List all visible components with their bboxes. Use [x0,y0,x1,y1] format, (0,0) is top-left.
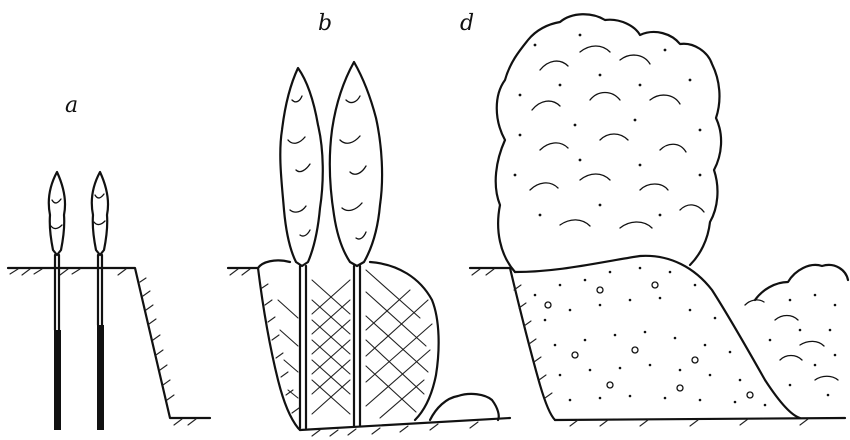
panel-b-ground-hatch [230,269,250,275]
panel-d [470,14,848,426]
panel-a-cutting-1 [49,172,65,430]
panel-label-d: d [460,11,474,36]
panel-a-cutting-1-rooted-part [54,330,61,430]
panel-b-ground-surface [228,260,290,268]
panel-b-trench-wall [258,268,300,430]
panel-b [228,62,510,436]
panel-a-slope-hatch [140,278,196,425]
panel-a-cutting-2-rooted-part [97,325,104,430]
panel-b-wall-hatch [262,284,299,413]
panel-a-ground-hatch-left [10,269,126,275]
panel-d-soil-mound [515,256,800,418]
panel-b-soil-clod [430,394,499,420]
panel-d-trench-bottom [555,418,845,420]
panel-d-ground-surface [470,268,555,420]
panel-a [8,172,210,430]
panel-b-tree-1 [280,68,322,428]
panel-d-shrub-right [745,265,848,396]
panel-a-cutting-2 [92,172,108,430]
panel-label-a: a [65,93,78,118]
panel-d-tree-canopy [496,14,721,272]
panel-label-b: b [318,11,332,36]
panel-a-ground-surface [8,268,210,418]
panel-d-ground-hatch [472,269,552,398]
